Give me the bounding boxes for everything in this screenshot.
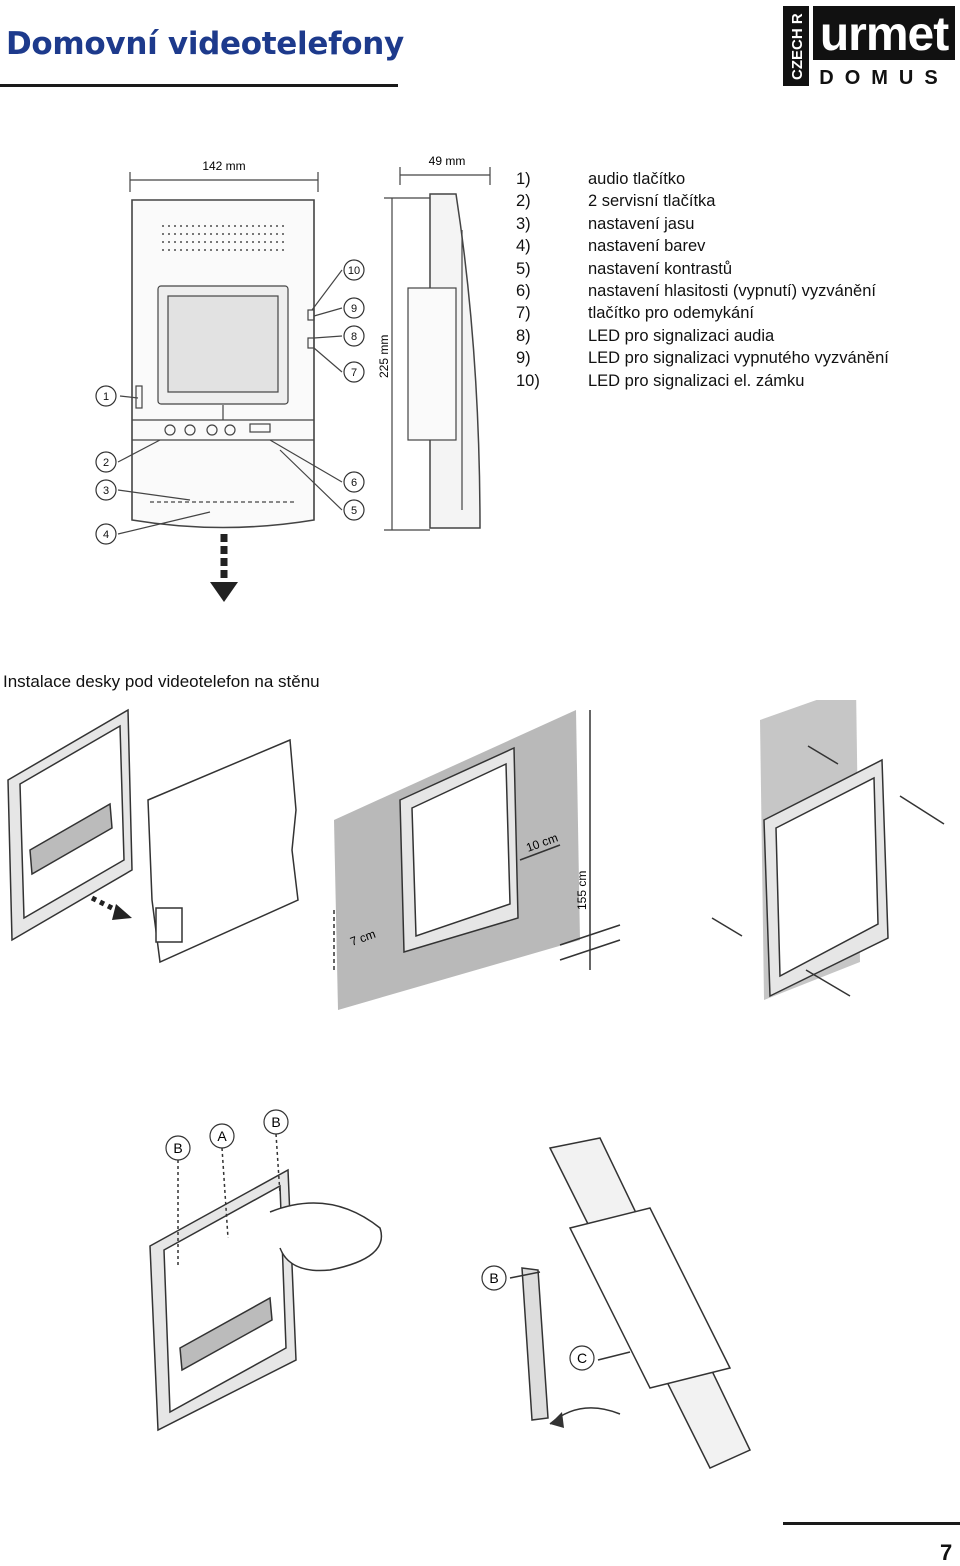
callout-number: 6 xyxy=(351,477,357,489)
legend-number: 9) xyxy=(516,349,531,368)
legend-item: 9) LED pro signalizaci vypnutého vyzváněn… xyxy=(516,347,889,369)
label-b-left: B xyxy=(173,1140,182,1156)
legend-text: LED pro signalizaci vypnutého vyzvánění xyxy=(588,349,889,368)
legend-number: 8) xyxy=(516,326,531,345)
callout-number: 5 xyxy=(351,505,357,517)
legend-number: 5) xyxy=(516,259,531,278)
callout-circle xyxy=(343,259,365,281)
legend-text: LED pro signalizaci audia xyxy=(588,326,775,345)
logo-sub: DOMUS xyxy=(819,67,948,88)
attach-diagram: B A B B C xyxy=(149,1109,752,1469)
dim-width-label: 142 mm xyxy=(202,159,245,173)
legend-text: 2 servisní tlačítka xyxy=(588,192,716,211)
dim-height-label: 225 mm xyxy=(377,335,391,378)
legend-text: nastavení kontrastů xyxy=(588,259,733,278)
dim-155cm-label: 155 cm xyxy=(575,871,589,910)
callout-number: 3 xyxy=(103,485,109,497)
callout-number: 4 xyxy=(103,529,109,541)
callout-circle xyxy=(95,479,117,501)
page-number: 7 xyxy=(940,1540,953,1565)
legend-text: tlačítko pro odemykání xyxy=(588,304,754,323)
section-title: Instalace desky pod videotelefon na stěn… xyxy=(3,672,320,691)
footer-rule xyxy=(783,1522,960,1525)
legend-text: LED pro signalizaci el. zámku xyxy=(588,371,805,390)
legend-item: 1) audio tlačítko xyxy=(516,168,889,190)
legend-number: 3) xyxy=(516,214,531,233)
callout-number: 7 xyxy=(351,367,357,379)
callout-circle xyxy=(343,325,365,347)
mounting-plate-diagram: 10 cm 155 cm 7 cm xyxy=(7,700,945,1010)
callout-circle xyxy=(343,361,365,383)
legend-item: 2) 2 servisní tlačítka xyxy=(516,190,889,212)
title-rule xyxy=(0,84,398,87)
callout-number: 1 xyxy=(103,391,109,403)
callout-circle xyxy=(95,523,117,545)
legend-number: 6) xyxy=(516,282,531,301)
legend-number: 7) xyxy=(516,304,531,323)
callout-circle xyxy=(343,499,365,521)
legend-number: 10) xyxy=(516,371,540,390)
legend-item: 6) nastavení hlasitosti (vypnutí) vyzváně… xyxy=(516,280,889,302)
callout-number: 8 xyxy=(351,331,357,343)
legend-item: 5) nastavení kontrastů xyxy=(516,258,889,280)
legend-text: nastavení barev xyxy=(588,237,706,256)
legend-list: 1) audio tlačítko 2) 2 servisní tlačítka 3… xyxy=(516,168,889,392)
urmet-domus-logo: CZECH R urmet DOMUS xyxy=(783,6,955,88)
legend-item: 8) LED pro signalizaci audia xyxy=(516,325,889,347)
legend-item: 7) tlačítko pro odemykání xyxy=(516,302,889,324)
videophone-diagram: 142 mm 49 mm 225 mm 1 2 3 4 5 6 7 8 9 10 xyxy=(90,150,510,610)
callout-number: 10 xyxy=(348,265,360,277)
callout-circle xyxy=(343,297,365,319)
legend-text: nastavení jasu xyxy=(588,214,695,233)
logo-brand: urmet xyxy=(820,8,949,61)
legend-number: 1) xyxy=(516,170,531,188)
legend-text: audio tlačítko xyxy=(588,170,686,188)
label-b-right: B xyxy=(489,1270,498,1286)
logo-side-text: CZECH R xyxy=(789,13,806,80)
legend-item: 10) LED pro signalizaci el. zámku xyxy=(516,370,889,392)
callout-number: 9 xyxy=(351,303,357,315)
legend-number: 2) xyxy=(516,192,531,211)
legend-item: 3) nastavení jasu xyxy=(516,213,889,235)
page-title: Domovní videotelefony xyxy=(6,26,404,62)
legend-item: 4) nastavení barev xyxy=(516,235,889,257)
callout-circle xyxy=(95,451,117,473)
dim-depth-label: 49 mm xyxy=(429,154,466,168)
callout-circle xyxy=(95,385,117,407)
label-c: C xyxy=(577,1350,587,1366)
label-a: A xyxy=(217,1128,227,1144)
legend-number: 4) xyxy=(516,237,531,256)
legend-text: nastavení hlasitosti (vypnutí) vyzvánění xyxy=(588,282,876,301)
callout-number: 2 xyxy=(103,457,109,469)
callout-circle xyxy=(343,471,365,493)
label-b-top: B xyxy=(271,1114,280,1130)
